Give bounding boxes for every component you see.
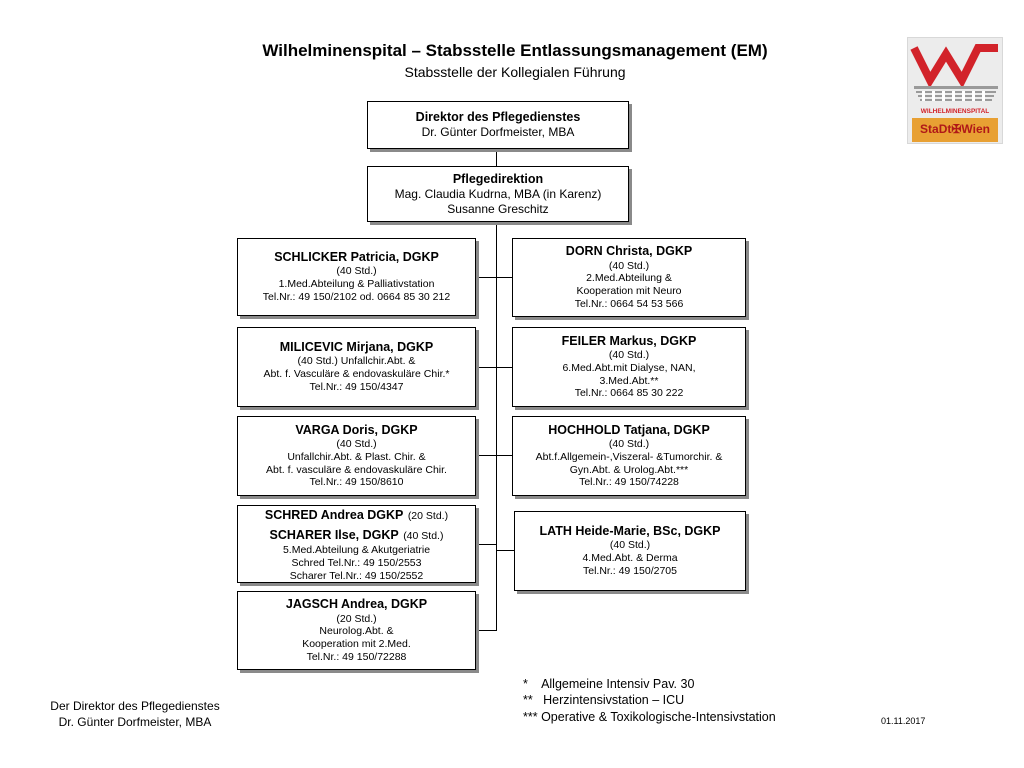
signature-block: Der Direktor des Pflegedienstes Dr. Günt… xyxy=(20,699,250,730)
staff-detail: 5.Med.Abteilung & Akutgeriatrie xyxy=(282,544,431,557)
staff-name: FEILER Markus, DGKP xyxy=(561,333,697,348)
staff-name: SCHRED Andrea DGKP xyxy=(264,508,404,523)
staff-detail: 6.Med.Abt.mit Dialyse, NAN, xyxy=(562,361,696,374)
staff-detail: Scharer Tel.Nr.: 49 150/2552 xyxy=(289,569,424,582)
staff-detail: Kooperation mit 2.Med. xyxy=(302,638,411,651)
staff-detail: 4.Med.Abt. & Derma xyxy=(582,552,678,565)
connector-main-trunk xyxy=(496,222,497,631)
staff-detail: Tel.Nr.: 49 150/2102 od. 0664 85 30 212 xyxy=(262,291,451,304)
staff-box-schlicker: SCHLICKER Patricia, DGKP (40 Std.) 1.Med… xyxy=(237,238,476,316)
staff-detail: 2.Med.Abteilung & xyxy=(586,272,672,285)
staff-name: LATH Heide-Marie, BSc, DGKP xyxy=(539,524,721,539)
staff-box-milicevic: MILICEVIC Mirjana, DGKP (40 Std.) Unfall… xyxy=(237,327,476,407)
staff-detail: Neurolog.Abt. & xyxy=(319,625,394,638)
pflegedirektion-line1: Mag. Claudia Kudrna, MBA (in Karenz) xyxy=(394,187,602,201)
connector-row1-right xyxy=(496,277,512,278)
staff-detail: Abt. f. Vasculäre & endovaskuläre Chir.* xyxy=(263,368,450,381)
wilhelminenspital-w-icon xyxy=(910,44,998,101)
staff-detail: Tel.Nr.: 49 150/72288 xyxy=(306,650,407,663)
staff-detail: Tel.Nr.: 49 150/2705 xyxy=(583,565,677,578)
footnotes: * Allgemeine Intensiv Pav. 30 ** Herzint… xyxy=(523,676,776,725)
connector-director-pflegedirektion xyxy=(496,149,497,166)
page-subtitle: Stabsstelle der Kollegialen Führung xyxy=(404,64,626,80)
staff-detail: (40 Std.) xyxy=(608,438,650,451)
pflegedirektion-title: Pflegedirektion xyxy=(452,171,544,186)
connector-row3-left xyxy=(476,455,496,456)
staff-detail: Gyn.Abt. & Urolog.Abt.*** xyxy=(569,463,689,476)
page-title: Wilhelminenspital – Stabsstelle Entlassu… xyxy=(262,41,768,60)
staff-detail: (40 Std.) xyxy=(336,265,377,278)
signature-line: Dr. Günter Dorfmeister, MBA xyxy=(58,714,212,729)
pflegedirektion-line2: Susanne Greschitz xyxy=(447,201,549,216)
staff-name: DORN Christa, DGKP xyxy=(565,244,693,259)
staff-box-jagsch: JAGSCH Andrea, DGKP (20 Std.) Neurolog.A… xyxy=(237,591,476,670)
footnote: ** Herzintensivstation – ICU xyxy=(523,693,685,708)
staff-name: MILICEVIC Mirjana, DGKP xyxy=(279,340,434,355)
staff-box-hochhold: HOCHHOLD Tatjana, DGKP (40 Std.) Abt.f.A… xyxy=(512,416,746,496)
staff-name: SCHLICKER Patricia, DGKP xyxy=(274,250,439,265)
staff-name: JAGSCH Andrea, DGKP xyxy=(285,597,428,612)
staff-detail: 1.Med.Abteilung & Palliativstation xyxy=(278,278,435,291)
staff-detail: (40 Std.) Unfallchir.Abt. & xyxy=(297,355,416,368)
staff-detail: Tel.Nr.: 0664 85 30 222 xyxy=(574,387,684,400)
connector-row2-left xyxy=(476,367,496,368)
staff-name: HOCHHOLD Tatjana, DGKP xyxy=(548,422,710,437)
staff-detail: (40 Std.) xyxy=(608,349,650,362)
staff-detail: Kooperation mit Neuro xyxy=(576,285,682,298)
staff-box-feiler: FEILER Markus, DGKP (40 Std.) 6.Med.Abt.… xyxy=(512,327,746,407)
staff-detail: Unfallchir.Abt. & Plast. Chir. & xyxy=(287,450,426,463)
staff-detail: Abt.f.Allgemein-,Viszeral- &Tumorchir. & xyxy=(535,450,723,463)
staff-detail: (20 Std.) xyxy=(336,612,377,625)
signature-line: Der Direktor des Pflegedienstes xyxy=(50,699,220,713)
staff-name: VARGA Doris, DGKP xyxy=(295,422,418,437)
staff-detail: Tel.Nr.: 49 150/8610 xyxy=(309,476,404,489)
staff-detail: (40 Std.) xyxy=(336,438,377,451)
staff-detail: Tel.Nr.: 49 150/74228 xyxy=(579,476,679,489)
connector-row3-right xyxy=(496,455,512,456)
footnote: *** Operative & Toxikologische-Intensivs… xyxy=(523,709,776,724)
staff-detail: Abt. f. vasculäre & endovaskuläre Chir. xyxy=(266,463,447,476)
staff-box-lath: LATH Heide-Marie, BSc, DGKP (40 Std.) 4.… xyxy=(514,511,746,591)
connector-row4-left xyxy=(476,544,496,545)
connector-row5-left xyxy=(476,630,497,631)
staff-detail: Tel.Nr.: 0664 54 53 566 xyxy=(574,297,684,310)
director-name: Dr. Günter Dorfmeister, MBA xyxy=(421,125,575,140)
connector-row2-right xyxy=(496,367,512,368)
staff-detail: 3.Med.Abt.** xyxy=(599,374,659,387)
staff-box-dorn: DORN Christa, DGKP (40 Std.) 2.Med.Abtei… xyxy=(512,238,746,317)
staff-detail: Schred Tel.Nr.: 49 150/2553 xyxy=(291,557,422,570)
connector-row4-right xyxy=(496,550,514,551)
staff-box-varga: VARGA Doris, DGKP (40 Std.) Unfallchir.A… xyxy=(237,416,476,496)
logo-city-text: StaDt✠Wien xyxy=(920,122,990,136)
staff-detail: (40 Std.) xyxy=(608,259,650,272)
pflegedirektion-box: Pflegedirektion Mag. Claudia Kudrna, MBA… xyxy=(367,166,629,222)
connector-row1-left xyxy=(476,277,496,278)
document-date: 01.11.2017 xyxy=(881,716,926,726)
staff-box-schred-scharer: SCHRED Andrea DGKP (20 Std.) SCHARER Ils… xyxy=(237,505,476,583)
footnote: * Allgemeine Intensiv Pav. 30 xyxy=(523,677,695,691)
staff-hours: (20 Std.) xyxy=(407,510,449,523)
staff-name: SCHARER Ilse, DGKP xyxy=(269,527,399,542)
director-box: Direktor des Pflegedienstes Dr. Günter D… xyxy=(367,101,629,149)
logo-hospital-text: WILHELMINENSPITAL xyxy=(920,108,990,115)
staff-hours: (40 Std.) xyxy=(403,529,444,542)
staff-detail: Tel.Nr.: 49 150/4347 xyxy=(309,381,404,394)
logo-band xyxy=(912,118,998,142)
staff-detail: (40 Std.) xyxy=(609,539,651,552)
hospital-logo: WILHELMINENSPITAL StaDt✠Wien xyxy=(907,37,1003,144)
director-title: Direktor des Pflegedienstes xyxy=(415,110,581,125)
